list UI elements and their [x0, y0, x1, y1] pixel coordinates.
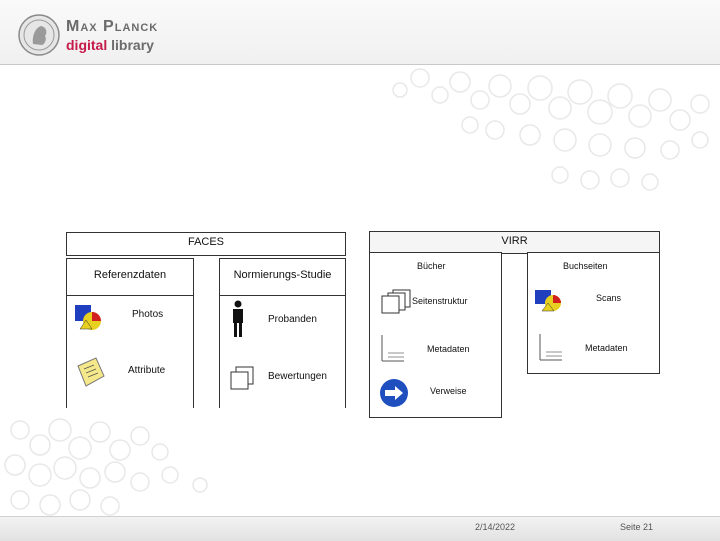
faces-divider-right-2: [345, 294, 346, 408]
person-icon: [233, 300, 243, 337]
scans-label: Scans: [596, 293, 622, 303]
document-stack-icon: [230, 366, 254, 390]
metadaten-right-label: Metadaten: [585, 343, 628, 353]
metadaten-left-label: Metadaten: [427, 344, 470, 354]
photos-label: Photos: [132, 309, 164, 320]
arrow-right-circle-icon: [380, 379, 408, 407]
photos-icon: [75, 305, 101, 330]
footer-bar: [0, 516, 720, 541]
footer-date: 2/14/2022: [475, 522, 516, 532]
faces-title: FACES: [187, 236, 225, 248]
normierung-label: Normierungs-Studie: [233, 269, 332, 281]
buchseiten-label: Buchseiten: [563, 261, 608, 271]
footer-page-number: Seite 21: [620, 522, 654, 532]
buchseiten-box: [527, 252, 660, 374]
faces-divider-right-1: [219, 258, 220, 408]
faces-title-box: [66, 232, 346, 256]
verweise-label: Verweise: [430, 386, 467, 396]
virr-title-box: [369, 231, 660, 254]
logo-subtitle: digital library: [66, 37, 154, 53]
metadata-document-icon-right: [539, 334, 562, 361]
referenzdaten-header-box: [66, 258, 194, 296]
header-bar: [0, 0, 720, 65]
faces-divider-left-2: [193, 258, 194, 408]
bewertungen-label: Bewertungen: [268, 371, 327, 382]
attribute-note-icon: [77, 357, 105, 387]
faces-divider-left-1: [66, 294, 67, 408]
attribute-label: Attribute: [128, 365, 166, 376]
logo-title: Max Planck: [66, 18, 159, 35]
seitenstruktur-label: Seitenstruktur: [412, 296, 468, 306]
logo-library: library: [111, 37, 154, 53]
buecher-label: Bücher: [417, 261, 446, 271]
metadata-document-icon: [381, 335, 404, 362]
minerva-logo-icon: [18, 14, 60, 56]
pages-stack-icon: [381, 289, 411, 314]
probanden-label: Probanden: [268, 314, 317, 325]
normierung-header-box: [219, 258, 346, 296]
referenzdaten-label: Referenzdaten: [93, 269, 167, 281]
scans-icon: [535, 290, 561, 312]
virr-title: VIRR: [501, 235, 528, 247]
logo-digital: digital: [66, 37, 108, 53]
